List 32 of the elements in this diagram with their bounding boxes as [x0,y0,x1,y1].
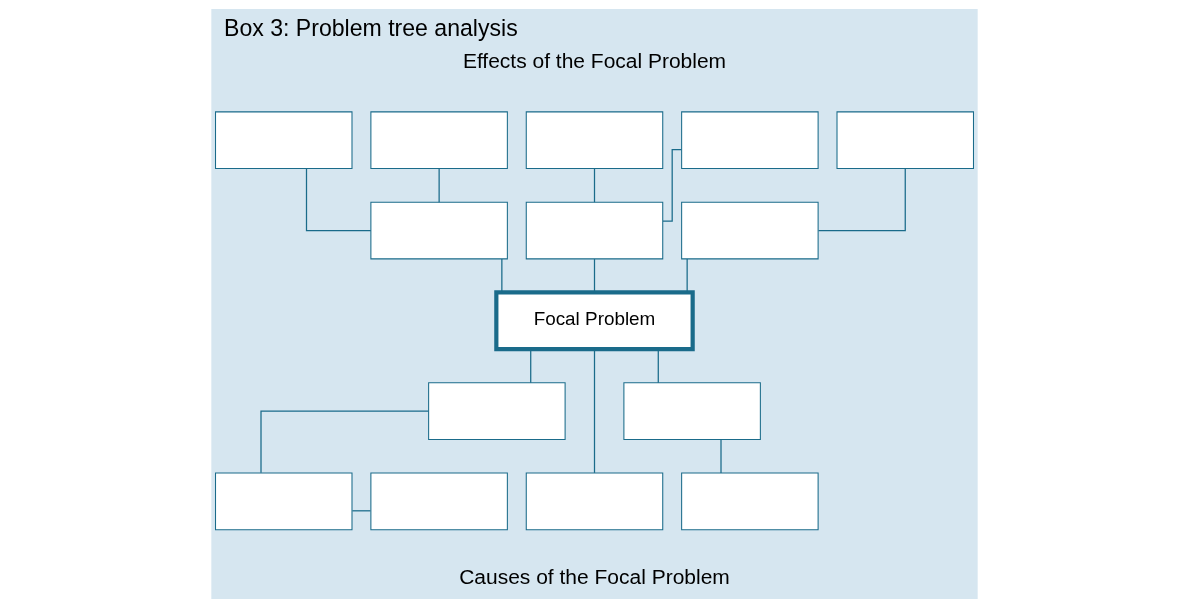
connector [657,348,659,383]
node-box [681,110,819,169]
connector [720,438,722,474]
node-box [525,472,664,530]
connector [593,348,596,473]
node-box [681,472,819,530]
label: Causes of the Focal Problem [459,564,730,588]
node-box [370,201,508,259]
node-box [836,110,974,169]
label: Effects of the Focal Problem [462,48,727,72]
connector [530,348,532,383]
node-box [370,472,508,530]
node-box [428,381,566,440]
connector [593,257,596,293]
connector [662,148,683,222]
connector [686,257,688,293]
node-box [215,110,353,169]
node-box [215,472,353,530]
node-box [681,201,819,259]
connector [260,409,429,473]
connector [351,509,372,511]
connector [501,257,503,293]
node-box [525,201,664,259]
connector [593,167,596,203]
node-box [525,110,664,169]
connector [305,167,372,231]
connector [817,167,906,231]
diagram-title: Box 3: Problem tree analysis [224,14,518,41]
connector [438,167,440,203]
node-box [370,110,508,169]
node-box [623,381,761,440]
node-box: Focal Problem [494,289,695,351]
